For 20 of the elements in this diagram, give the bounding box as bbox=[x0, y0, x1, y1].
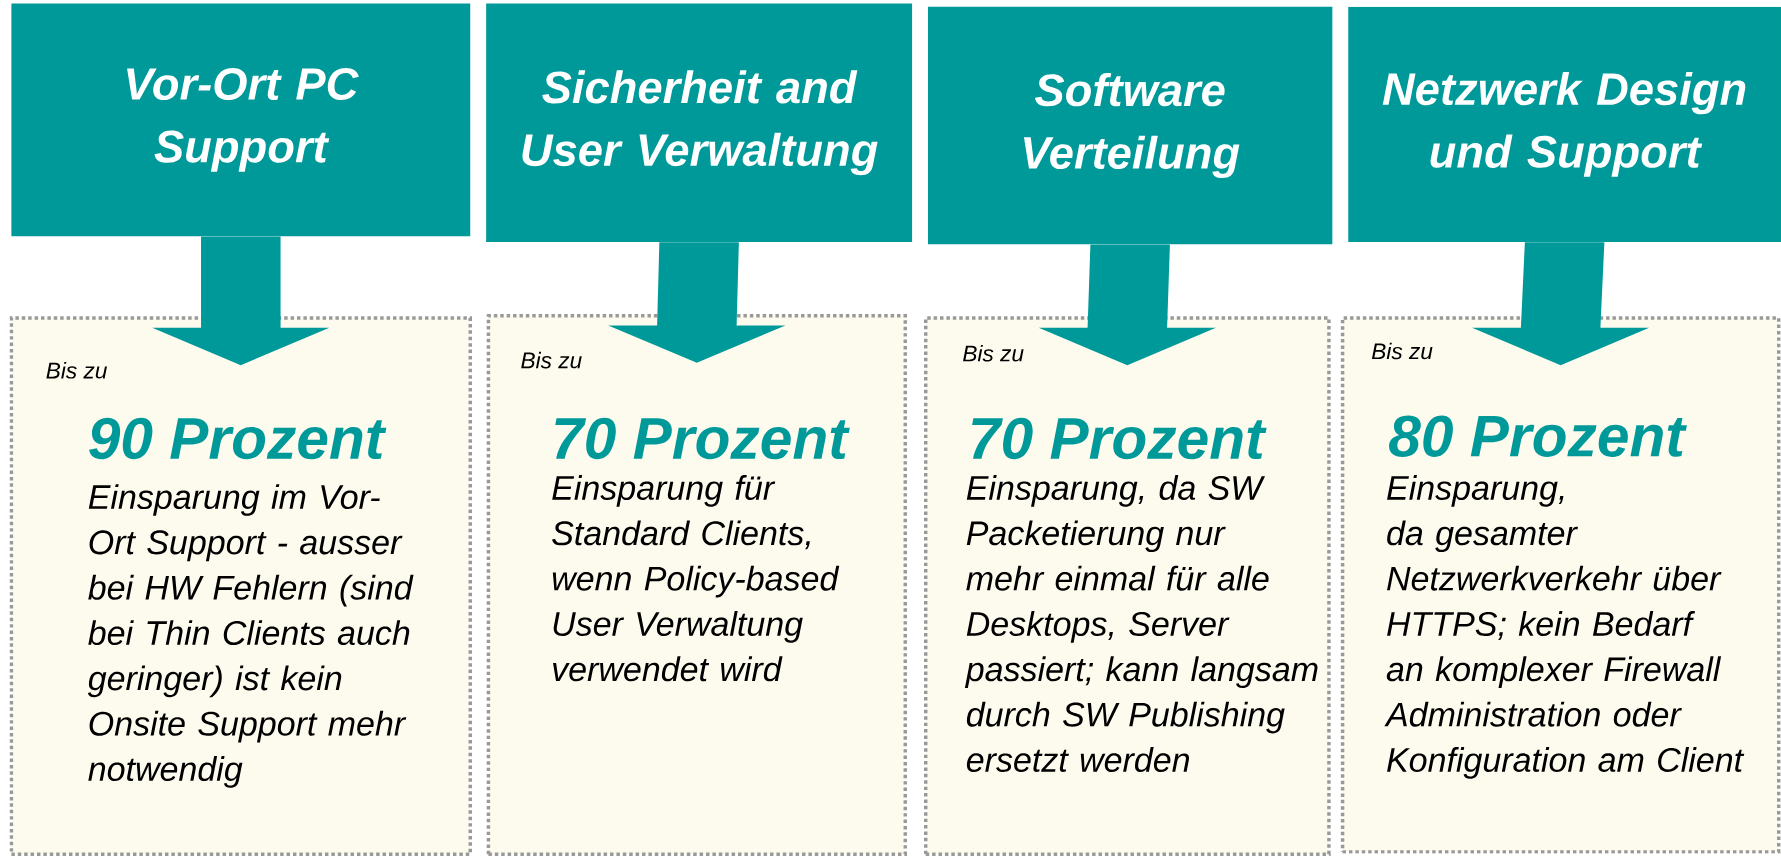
header-box: Vor-Ort PC Support bbox=[11, 3, 471, 237]
percentage-value: 90 Prozent bbox=[89, 417, 387, 459]
block-arrow bbox=[152, 236, 330, 365]
header-box: Netzwerk Design und Support bbox=[1348, 6, 1781, 242]
percentage-value: 70 Prozent bbox=[555, 417, 850, 459]
description-text: Einsparung, da SW Packetierung nur mehr einmal für alle Desktops, Server passiert; kann langsam durch SW Publishing ersetzt werden bbox=[964, 474, 1318, 772]
percentage-value: 70 Prozent bbox=[972, 417, 1267, 459]
intro-text: Bis zu bbox=[46, 361, 107, 379]
intro-text: Bis zu bbox=[521, 351, 582, 369]
block-arrow bbox=[608, 242, 786, 363]
block-arrow bbox=[1038, 244, 1216, 365]
header-box: Sicherheit and User Verwaltung bbox=[486, 3, 913, 242]
description-text: Einsparung für Standard Clients, wenn Policy-based User Verwaltung verwendet wird bbox=[552, 474, 840, 682]
intro-text: Bis zu bbox=[1371, 342, 1433, 360]
intro-text: Bis zu bbox=[963, 344, 1024, 362]
block-arrow bbox=[1472, 242, 1650, 365]
header-box: Software Verteilung bbox=[928, 6, 1333, 244]
description-text: Einsparung im Vor-Ort Support - ausser bei HW Fehlern (sind bei Thin Clients auch geringer) ist kein Onsite Support mehr notwendig bbox=[87, 483, 414, 788]
description-text: Einsparung, da gesamter Netzwerkverkehr über HTTPS; kein Bedarf an komplexer Firewall Administration oder Konfiguration am Client bbox=[1384, 474, 1745, 779]
percentage-value: 80 Prozent bbox=[1389, 415, 1687, 457]
